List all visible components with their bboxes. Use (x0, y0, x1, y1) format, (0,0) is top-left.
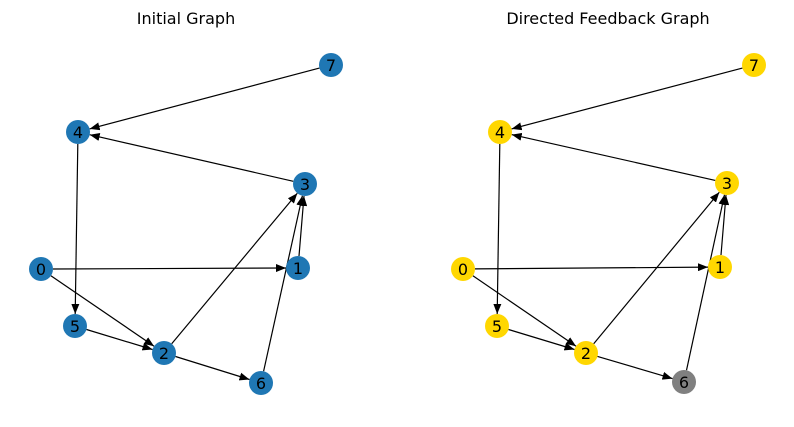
edge-6-to-3 (685, 194, 727, 371)
edge-2-to-3 (593, 191, 720, 345)
edge-6-to-3 (263, 195, 305, 372)
edge-4-to-5 (493, 143, 502, 315)
node-label-7: 7 (326, 56, 336, 75)
edge-7-to-4 (89, 67, 320, 131)
edge-2-to-6 (597, 355, 673, 380)
node-label-3: 3 (300, 175, 310, 194)
edge-0-to-2 (50, 275, 155, 347)
edge-2-to-6 (175, 355, 250, 381)
node-label-0: 0 (458, 260, 468, 279)
node-label-0: 0 (36, 260, 46, 279)
edge-0-to-1 (52, 264, 287, 273)
node-1 (708, 255, 732, 279)
edge-4-to-5 (71, 143, 80, 315)
node-2 (152, 341, 176, 365)
edge-0-to-2 (472, 275, 577, 347)
node-label-4: 4 (495, 123, 505, 142)
node-0 (29, 257, 53, 281)
node-3 (715, 171, 739, 195)
node-3 (293, 172, 317, 196)
node-label-4: 4 (73, 123, 83, 142)
node-1 (286, 256, 310, 280)
node-label-3: 3 (722, 174, 732, 193)
directed-feedback-graph-panel: Directed Feedback Graph 0 1 2 3 4 5 6 7 (451, 9, 766, 394)
node-5 (63, 314, 87, 338)
node-6 (249, 371, 273, 395)
node-4 (66, 120, 90, 144)
edge-2-to-3 (171, 192, 298, 345)
edge-7-to-4 (511, 67, 743, 131)
node-label-1: 1 (715, 258, 725, 277)
initial-graph-title: Initial Graph (137, 9, 235, 28)
node-label-5: 5 (70, 317, 80, 336)
node-label-2: 2 (159, 344, 169, 363)
node-label-2: 2 (581, 344, 591, 363)
edge-5-to-2 (86, 328, 153, 351)
node-0 (451, 257, 475, 281)
node-label-5: 5 (492, 317, 502, 336)
node-label-6: 6 (256, 374, 266, 393)
node-7 (742, 53, 766, 77)
node-6 (672, 370, 696, 394)
edge-3-to-4 (511, 132, 716, 181)
node-label-7: 7 (749, 56, 759, 75)
node-7 (319, 53, 343, 77)
node-4 (488, 120, 512, 144)
edge-1-to-3 (720, 194, 730, 256)
node-5 (485, 314, 509, 338)
node-label-1: 1 (293, 259, 303, 278)
initial-graph-panel: Initial Graph 0 1 2 3 4 5 6 7 (29, 9, 343, 395)
node-2 (574, 341, 598, 365)
edge-1-to-3 (298, 195, 308, 257)
directed-feedback-graph-title: Directed Feedback Graph (506, 9, 709, 28)
edge-5-to-2 (508, 328, 575, 351)
node-label-6: 6 (679, 373, 689, 392)
edge-3-to-4 (89, 133, 294, 182)
edge-0-to-1 (474, 263, 709, 272)
